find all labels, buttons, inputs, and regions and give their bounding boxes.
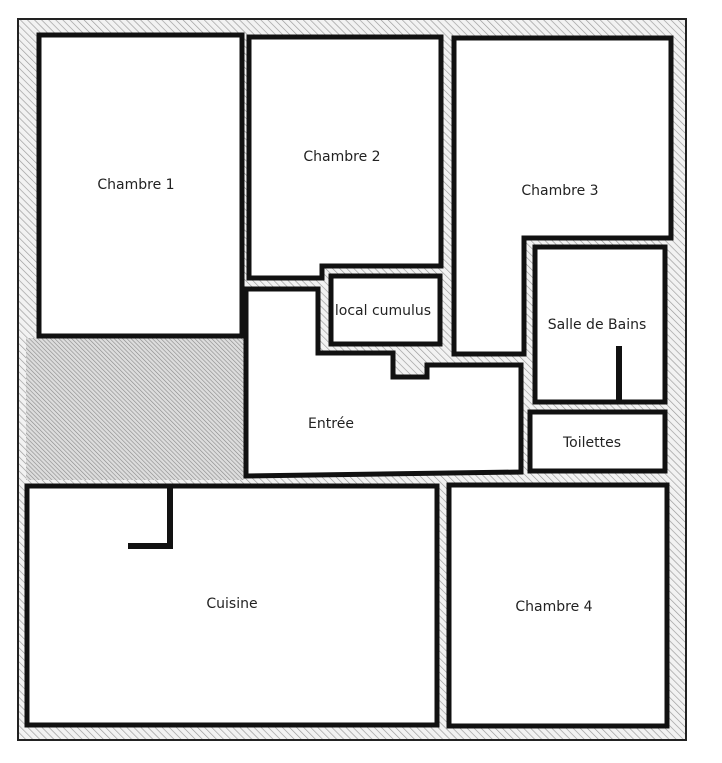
room-label: Chambre 2 — [303, 149, 380, 165]
room-label: Chambre 1 — [97, 177, 174, 193]
room-chambre-2: Chambre 2 — [246, 34, 444, 281]
room-chambre-1: Chambre 1 — [36, 32, 245, 339]
room-label: Toilettes — [562, 435, 621, 451]
room-salle-de-bains: Salle de Bains — [532, 244, 668, 405]
room-entree: Entrée — [243, 286, 524, 479]
room-label: Cuisine — [206, 596, 257, 612]
room-chambre-3: Chambre 3 — [451, 35, 674, 357]
room-label: local cumulus — [335, 303, 431, 319]
room-label: Chambre 4 — [515, 599, 592, 615]
room-toilettes: Toilettes — [527, 409, 668, 474]
room-label: Chambre 3 — [521, 183, 598, 199]
wall-stub — [128, 486, 173, 549]
hatched-void — [26, 338, 244, 480]
room-label: Salle de Bains — [548, 317, 647, 333]
room-chambre-4: Chambre 4 — [446, 482, 670, 729]
room-local-cumulus: local cumulus — [328, 273, 443, 347]
room-label: Entrée — [308, 416, 354, 432]
room-cuisine: Cuisine — [24, 483, 440, 728]
